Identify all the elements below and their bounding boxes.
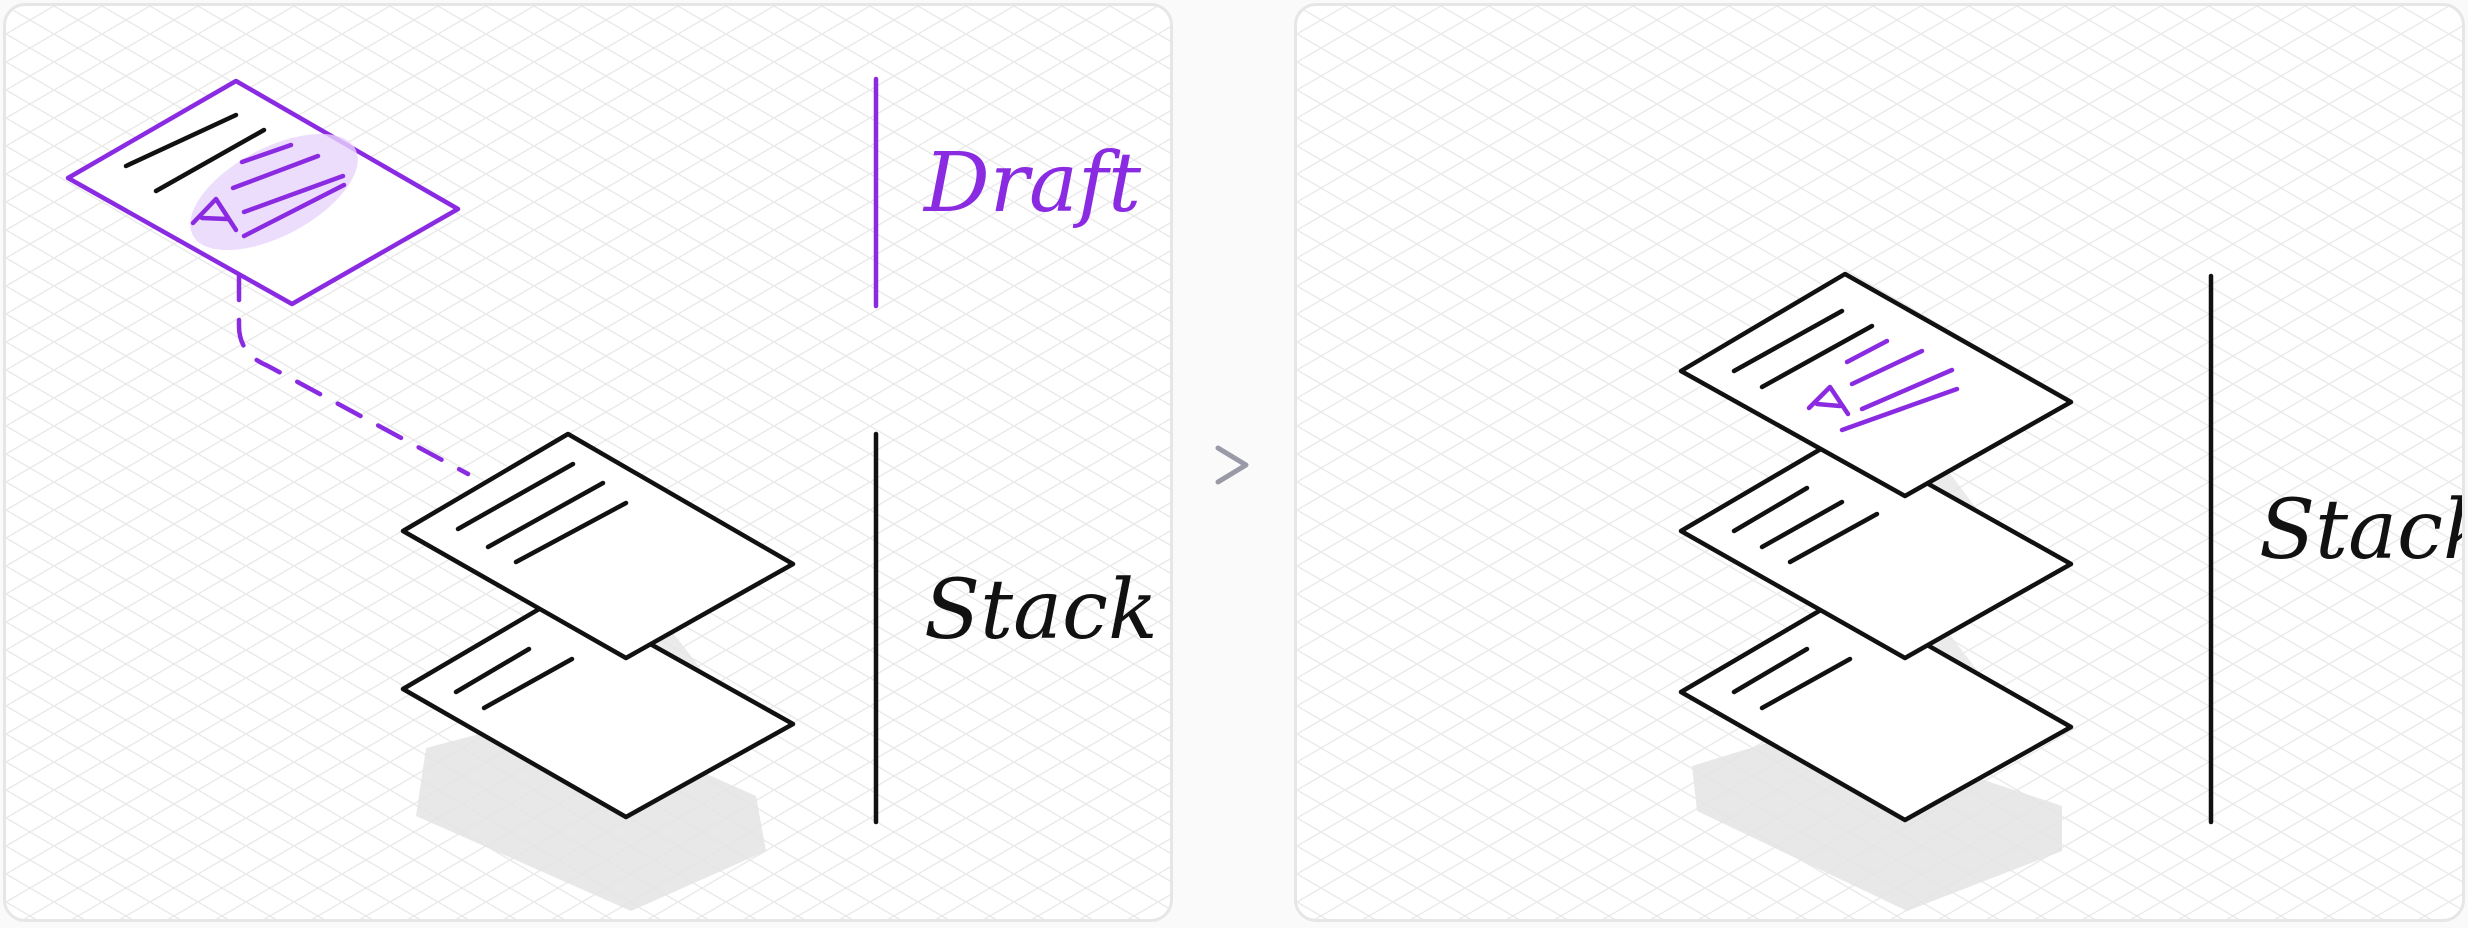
draft-label: Draft: [922, 136, 1142, 231]
stack-sheet-top: [400, 431, 796, 661]
after-panel: Stack: [1294, 3, 2465, 922]
stack-label: Stack: [2259, 483, 2465, 578]
after-canvas: Stack: [1297, 6, 2465, 919]
before-panel: Draft Stack: [3, 3, 1173, 922]
stack-shadow: [416, 711, 766, 911]
stack-sheet-bottom: [400, 592, 796, 820]
stack-sheet-bottom: [1678, 594, 2074, 823]
a-mark-icon: [1806, 384, 1851, 417]
stack-sheet-draft: [1678, 271, 2074, 499]
draft-connector: [236, 271, 471, 477]
stack-label: Stack: [924, 563, 1158, 658]
a-mark-icon: [190, 196, 239, 233]
before-canvas: Draft Stack: [6, 6, 1170, 919]
draft-document: [65, 78, 461, 307]
chevron-right-icon: [1215, 445, 1249, 485]
stack-shadow: [1692, 726, 2062, 911]
stack-sheet-middle: [1678, 433, 2074, 661]
